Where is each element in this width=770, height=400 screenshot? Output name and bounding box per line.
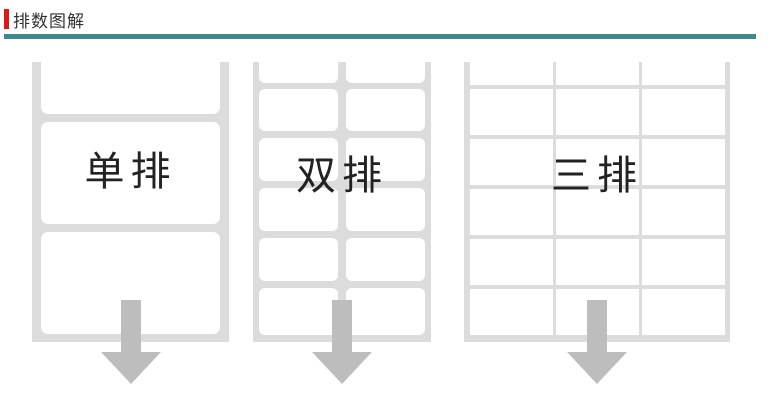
label-sticker — [346, 238, 425, 281]
label-sticker — [259, 188, 338, 231]
down-arrow-icon — [101, 300, 161, 384]
label-sticker — [642, 139, 725, 185]
label-sticker — [41, 232, 220, 334]
single-row-labels — [41, 62, 220, 334]
label-sticker — [642, 62, 725, 85]
label-sticker — [556, 189, 639, 235]
label-sticker — [346, 138, 425, 181]
label-sticker — [470, 139, 553, 185]
label-sticker — [556, 89, 639, 135]
panel-label-triple: 三排 — [551, 153, 643, 199]
label-sticker — [470, 289, 553, 335]
label-sticker — [470, 89, 553, 135]
label-sticker — [642, 189, 725, 235]
label-sticker — [346, 62, 425, 83]
label-sticker — [556, 239, 639, 285]
header-marker — [4, 9, 9, 29]
panel-label-single: 单排 — [84, 149, 177, 195]
label-sticker — [259, 89, 338, 131]
label-sticker — [470, 62, 553, 85]
label-sticker — [259, 288, 338, 335]
label-sticker — [556, 139, 639, 185]
label-sticker — [470, 189, 553, 235]
panel-triple-row: 三排 — [464, 62, 730, 342]
label-sticker — [346, 188, 425, 231]
panel-single-row: 单排 — [32, 62, 229, 342]
label-sticker — [346, 89, 425, 131]
label-sticker — [642, 239, 725, 285]
label-sticker — [41, 62, 220, 114]
down-arrow-icon — [312, 300, 372, 384]
label-sticker — [259, 138, 338, 181]
label-sticker — [556, 62, 639, 85]
label-sticker — [259, 238, 338, 281]
down-arrow-icon — [567, 300, 627, 384]
header-rule — [4, 34, 756, 39]
label-sticker — [642, 289, 725, 335]
section-header: 排数图解 — [0, 0, 770, 40]
panel-double-row: 双排 — [253, 62, 431, 342]
label-sticker — [346, 288, 425, 335]
label-sticker — [470, 239, 553, 285]
section-title: 排数图解 — [13, 12, 85, 32]
label-sticker — [259, 62, 338, 83]
double-row-labels — [259, 62, 425, 335]
panel-label-double: 双排 — [296, 153, 388, 199]
triple-row-labels — [470, 62, 725, 335]
label-sticker — [41, 122, 220, 224]
label-sticker — [642, 89, 725, 135]
